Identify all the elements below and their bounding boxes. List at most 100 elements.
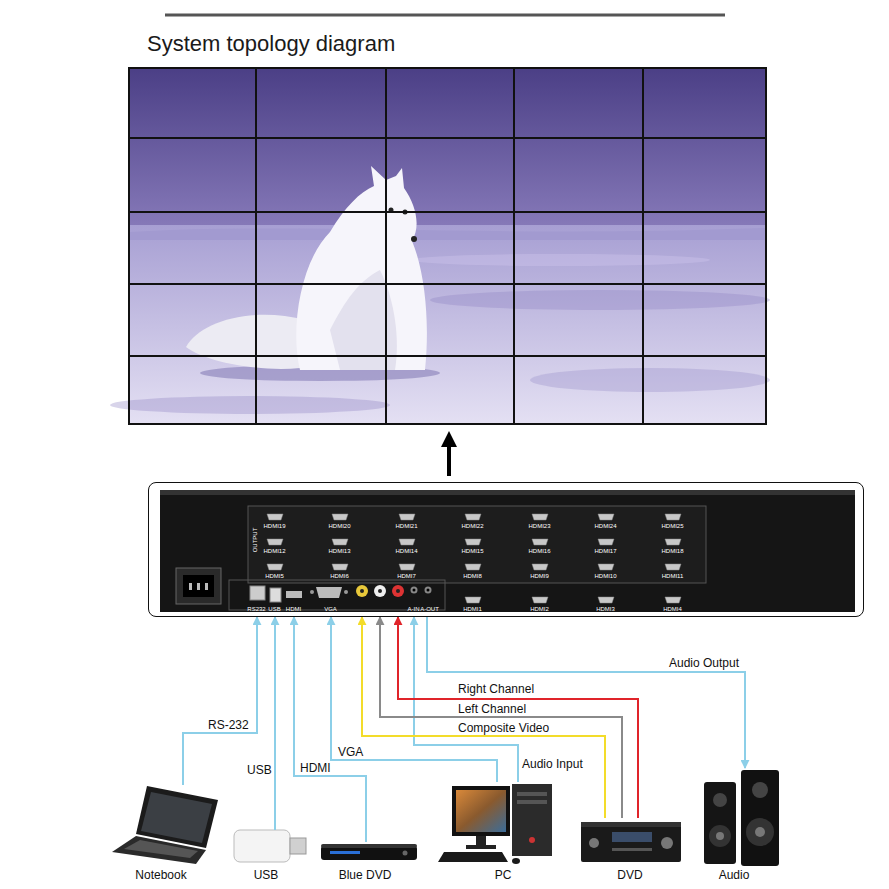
video-wall bbox=[129, 68, 766, 424]
hdmi-port bbox=[532, 564, 548, 570]
cable-line bbox=[380, 617, 622, 818]
processor-body bbox=[248, 506, 706, 583]
port-label: HDMI21 bbox=[395, 523, 417, 529]
hdmi-port bbox=[332, 564, 348, 570]
notebook-icon bbox=[112, 786, 218, 864]
hdmi-port bbox=[665, 564, 681, 570]
processor-box: HDMI19HDMI20HDMI21HDMI22HDMI23HDMI24HDMI… bbox=[148, 482, 864, 617]
port-label: HDMI17 bbox=[594, 548, 616, 554]
speaker-icon bbox=[709, 825, 731, 847]
cable-label: Composite Video bbox=[457, 721, 550, 735]
speaker-icon bbox=[713, 793, 727, 807]
processor-body bbox=[286, 591, 302, 598]
processor-body bbox=[356, 585, 368, 597]
hdmi-port bbox=[532, 539, 548, 545]
notebook-icon bbox=[124, 840, 198, 858]
hdmi-port bbox=[598, 539, 614, 545]
fox-figure bbox=[411, 236, 417, 242]
port-label: HDMI12 bbox=[263, 548, 285, 554]
hdmi-port bbox=[399, 564, 415, 570]
cable-line bbox=[183, 617, 257, 785]
dvd-icon bbox=[581, 822, 681, 862]
pc-icon bbox=[512, 784, 552, 856]
dvd-icon bbox=[581, 822, 681, 862]
port-label: HDMI9 bbox=[530, 573, 549, 579]
speaker-icon bbox=[746, 818, 774, 846]
port-label: HDMI2 bbox=[530, 606, 549, 612]
port-label: HDMI5 bbox=[265, 573, 284, 579]
port-label: HDMI1 bbox=[463, 606, 482, 612]
notebook-icon bbox=[112, 836, 206, 864]
port-label: RS232 bbox=[247, 606, 265, 612]
processor-body bbox=[160, 490, 855, 612]
processor-body bbox=[316, 587, 342, 598]
hdmi-port bbox=[267, 514, 681, 603]
fox-figure bbox=[296, 166, 427, 370]
port-label: HDMI6 bbox=[330, 573, 349, 579]
hdmi-port bbox=[598, 514, 614, 520]
cable-label: USB bbox=[246, 763, 273, 777]
usb-icon bbox=[234, 830, 306, 862]
port-label: HDMI20 bbox=[328, 523, 350, 529]
video-wall bbox=[129, 355, 766, 357]
video-wall bbox=[430, 290, 770, 310]
pc-icon bbox=[456, 790, 506, 832]
processor-body bbox=[205, 583, 208, 590]
device-caption: Blue DVD bbox=[315, 868, 415, 882]
notebook-icon bbox=[141, 792, 212, 843]
processor-body bbox=[270, 588, 281, 602]
hdmi-port bbox=[598, 597, 614, 603]
pc-icon bbox=[529, 837, 535, 843]
device-caption: USB bbox=[231, 868, 301, 882]
processor-body bbox=[344, 590, 348, 594]
cable-line bbox=[427, 617, 745, 768]
port-label: HDMI10 bbox=[594, 573, 616, 579]
speaker-icon bbox=[704, 770, 779, 866]
port-label: HDMI7 bbox=[397, 573, 416, 579]
pc-icon bbox=[438, 852, 508, 862]
device-node: Notebook bbox=[106, 785, 216, 882]
port-label: HDMI4 bbox=[663, 606, 682, 612]
cable-line bbox=[398, 617, 638, 818]
dvd-icon bbox=[581, 822, 681, 827]
blue-dvd-icon bbox=[321, 844, 417, 848]
port-label: HDMI8 bbox=[463, 573, 482, 579]
speaker-icon bbox=[755, 827, 765, 837]
processor-body bbox=[392, 585, 404, 597]
hdmi-port bbox=[532, 514, 548, 520]
hdmi-port bbox=[465, 597, 481, 603]
hdmi-port bbox=[465, 539, 481, 545]
hdmi-port bbox=[399, 514, 415, 520]
cable-label: Left Channel bbox=[457, 702, 527, 716]
video-wall bbox=[129, 225, 766, 424]
hdmi-port bbox=[665, 539, 681, 545]
processor-body bbox=[197, 583, 200, 590]
processor-body bbox=[160, 490, 855, 495]
processor-body bbox=[310, 590, 314, 594]
blue-dvd-icon bbox=[321, 844, 417, 860]
port-label: A-OUT bbox=[420, 606, 439, 612]
port-label: HDMI19 bbox=[263, 523, 285, 529]
port-label: HDMI25 bbox=[661, 523, 683, 529]
fox-figure bbox=[186, 315, 306, 369]
port-label: HDMI13 bbox=[328, 548, 350, 554]
hdmi-port bbox=[332, 539, 348, 545]
video-wall bbox=[129, 137, 766, 139]
speaker-icon bbox=[704, 782, 736, 864]
hdmi-port bbox=[267, 564, 283, 570]
processor-body bbox=[413, 589, 416, 592]
fox-figure bbox=[186, 166, 427, 370]
output-arrow bbox=[447, 445, 451, 476]
video-wall bbox=[129, 228, 766, 240]
blue-dvd-icon bbox=[403, 851, 408, 856]
cable-line bbox=[274, 617, 276, 830]
video-wall bbox=[110, 68, 770, 424]
pc-icon bbox=[517, 792, 547, 796]
dvd-icon bbox=[661, 837, 673, 849]
usb-icon bbox=[234, 830, 290, 862]
port-label: HDMI bbox=[286, 606, 301, 612]
hdmi-port bbox=[532, 597, 548, 603]
processor-body bbox=[189, 583, 192, 590]
video-wall bbox=[129, 68, 766, 238]
